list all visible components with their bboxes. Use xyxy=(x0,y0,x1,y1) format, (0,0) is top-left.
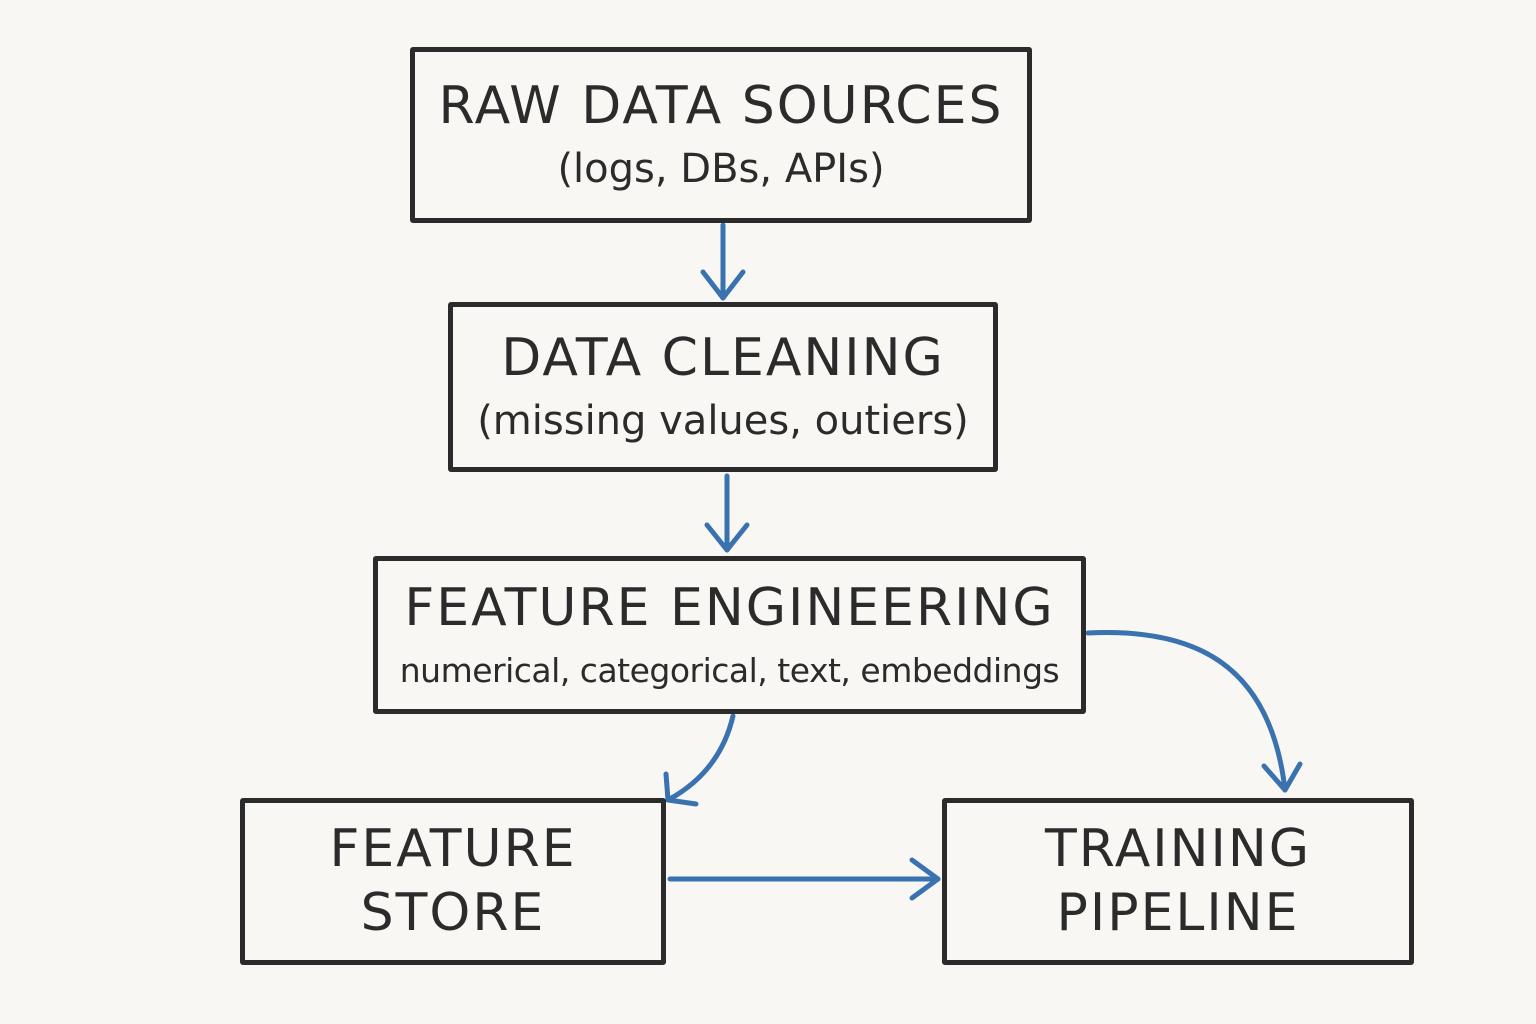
node-raw-data-sources: RAW DATA SOURCES (logs, DBs, APIs) xyxy=(410,47,1032,223)
node-training-pipeline: TRAINING PIPELINE xyxy=(942,798,1414,965)
node-feature-engineering: FEATURE ENGINEERING numerical, categoric… xyxy=(373,556,1086,714)
arrow-raw-to-cleaning-head xyxy=(700,269,746,301)
arrow-feature-engineering-to-store-shaft xyxy=(665,713,736,803)
arrow-feature-engineering-to-training-shaft xyxy=(1085,630,1288,793)
node-raw-data-sources-title: RAW DATA SOURCES xyxy=(438,76,1004,137)
arrow-cleaning-to-feature-engineering xyxy=(704,473,750,553)
node-feature-store: FEATURE STORE xyxy=(240,798,666,965)
node-feature-engineering-subtitle: numerical, categorical, text, embeddings xyxy=(399,651,1060,691)
node-feature-store-line1: FEATURE xyxy=(329,819,577,880)
node-data-cleaning-subtitle: (missing values, outiers) xyxy=(477,397,969,444)
node-training-pipeline-line2: PIPELINE xyxy=(1056,882,1300,943)
node-data-cleaning: DATA CLEANING (missing values, outiers) xyxy=(448,302,998,472)
node-feature-store-line2: STORE xyxy=(360,882,546,943)
arrow-feature-engineering-to-training xyxy=(1085,630,1303,793)
arrow-feature-engineering-to-store-head xyxy=(663,771,699,807)
arrow-store-to-training-head xyxy=(909,857,941,901)
node-feature-engineering-title: FEATURE ENGINEERING xyxy=(404,578,1055,639)
node-data-cleaning-title: DATA CLEANING xyxy=(501,328,945,389)
arrow-store-to-training xyxy=(667,857,941,901)
arrow-feature-engineering-to-store xyxy=(663,713,736,807)
arrow-feature-engineering-to-training-head xyxy=(1261,761,1303,793)
node-raw-data-sources-subtitle: (logs, DBs, APIs) xyxy=(557,145,885,192)
node-training-pipeline-line1: TRAINING xyxy=(1044,819,1312,880)
arrow-raw-to-cleaning xyxy=(700,222,746,301)
arrow-cleaning-to-feature-engineering-head xyxy=(704,522,750,553)
